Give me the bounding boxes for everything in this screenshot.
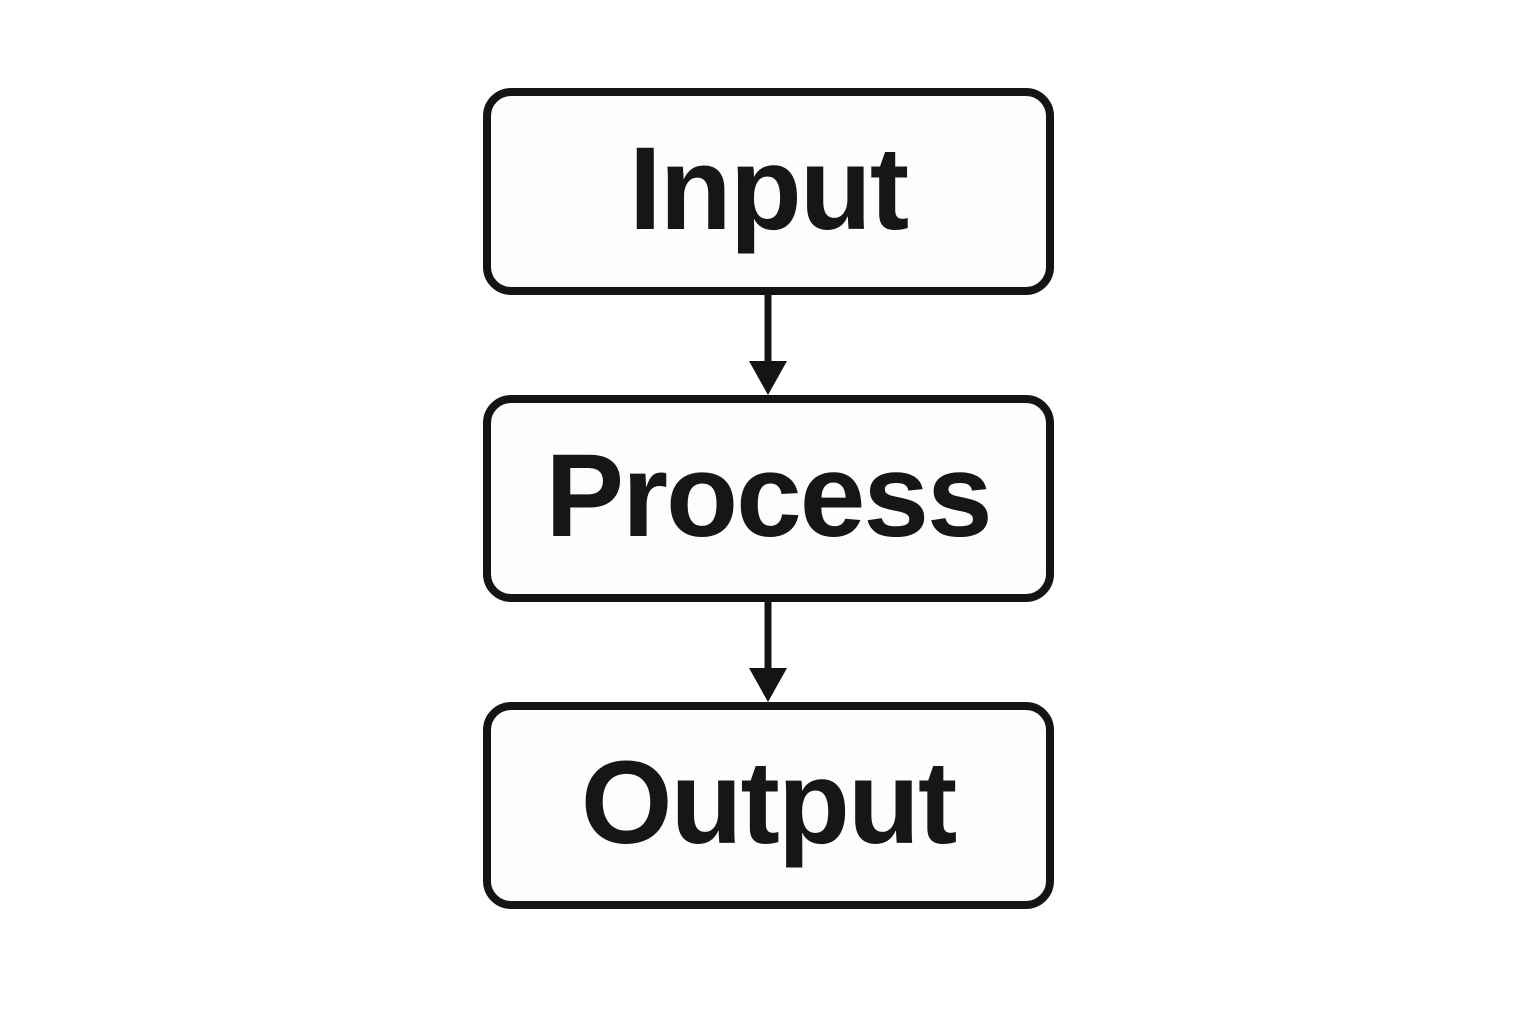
flow-node-output-label: Output — [580, 736, 958, 869]
flowchart-column: Input Process Output — [482, 88, 1054, 909]
flow-node-output: Output — [482, 702, 1054, 909]
flow-node-input: Input — [482, 88, 1054, 295]
arrow-down-icon — [749, 602, 787, 702]
flow-node-process: Process — [482, 395, 1054, 602]
flow-node-input-label: Input — [628, 122, 909, 255]
flow-node-process-label: Process — [545, 429, 992, 562]
arrow-down-icon — [749, 295, 787, 395]
